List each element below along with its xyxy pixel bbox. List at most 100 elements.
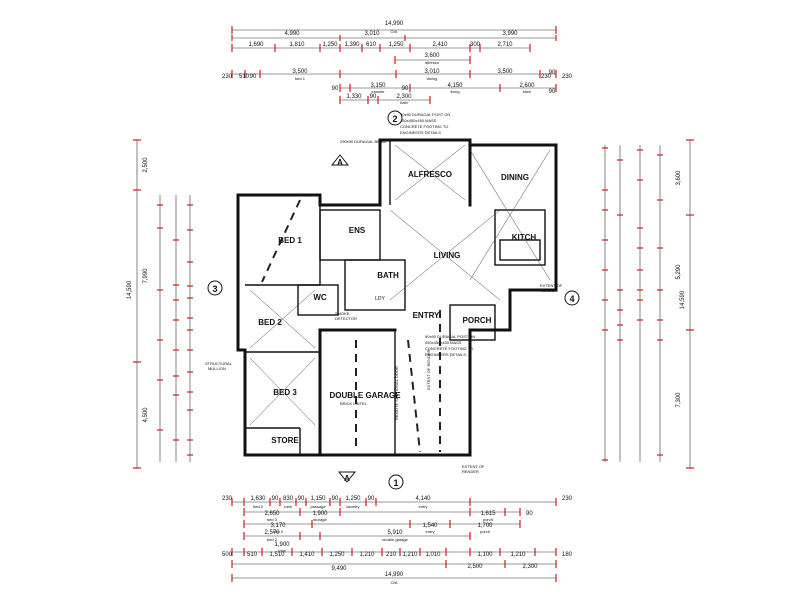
section-a-bottom-marker (337, 471, 357, 483)
room-bed3: BED 3 (273, 388, 297, 397)
bottom-r3-4: entry (426, 529, 435, 534)
top-dimensions: 14,990 O/A 4,990 3,010 3,990 1,690 1,810… (222, 21, 573, 105)
bottom-r3-6: porch (480, 529, 490, 534)
bottom-r1-14: 4,140 (415, 496, 431, 502)
left-seg-3: 4,500 (143, 407, 149, 423)
bottom-r6-8: 1,210 (402, 552, 418, 558)
note-garage-door: REMOTE SECTIONAL DOOR (394, 366, 399, 420)
bottom-r1-1: 230 (222, 496, 233, 502)
top-dim-1: 4,990 (284, 31, 300, 37)
note-struct-1: STRUCTURAL (205, 361, 233, 366)
section-markers: 2 A A 1 3 4 (207, 110, 580, 490)
top-r4-7: dining (427, 76, 438, 81)
annotations: 90x90 DURAGAL POST ON 450x450x450 MASS C… (205, 112, 563, 474)
bottom-r3-2: bed 3 (273, 529, 284, 534)
room-ens: ENS (349, 226, 366, 235)
top-r2-5: 610 (366, 42, 377, 48)
bottom-r2-3: 1,900 (312, 511, 328, 517)
bottom-r3-1: 3,170 (270, 523, 286, 529)
bottom-r7-3: 2,300 (522, 564, 538, 570)
top-r5-5: 4,150 (447, 83, 463, 89)
bottom-r1-16: 230 (562, 496, 573, 502)
note-extent-mid: EXTENT OF RENDER (426, 350, 431, 390)
top-r2-9: 2,710 (497, 42, 513, 48)
bottom-r4-1: 2,570 (264, 530, 280, 536)
left-overall-dim: 14,590 (127, 280, 133, 299)
elevation-3-label: 3 (212, 284, 217, 294)
note-render-right-2: RENDER (540, 288, 557, 293)
top-r4-6: 3,010 (424, 69, 440, 75)
bottom-r1-7: 90 (298, 496, 305, 502)
room-double-garage: DOUBLE GARAGE (329, 391, 401, 400)
top-r4-10: 90 (549, 70, 556, 76)
top-r5-3: ensuite (372, 89, 386, 94)
bottom-r5-1: 1,900 (274, 542, 290, 548)
elevation-marker-1 (388, 474, 404, 490)
note-post-porch-4: ENGINEERS DETAILS (425, 352, 466, 357)
bottom-r6-10: 1,100 (477, 552, 493, 558)
note-render-bottom-2: RENDER (462, 469, 479, 474)
bottom-dimensions: 230 1,630 bed 2 90 830 robe 90 1,150 pas… (222, 496, 573, 585)
left-ticks (157, 204, 193, 456)
top-r2-3: 1,250 (322, 42, 338, 48)
room-bed1: BED 1 (278, 236, 302, 245)
room-bed2: BED 2 (258, 318, 282, 327)
room-store: STORE (271, 436, 299, 445)
top-r5-1: 90 (332, 86, 339, 92)
bottom-r2-5: 1,615 (480, 511, 496, 517)
top-r2-2: 1,810 (289, 42, 305, 48)
right-ticks (602, 147, 663, 461)
right-seg-3: 7,300 (676, 392, 682, 408)
bottom-r1-8: 1,150 (310, 496, 326, 502)
bottom-r1-3: bed 2 (253, 504, 264, 509)
right-overall-dim: 14,590 (680, 290, 686, 309)
bottom-r3-5: 1,700 (477, 523, 493, 529)
top-r4-9: 230 (541, 74, 552, 80)
top-r4-5: bed 1 (295, 76, 306, 81)
bottom-r4-3: 5,910 (387, 530, 403, 536)
bottom-r6-5: 1,250 (329, 552, 345, 558)
note-post-porch-3: CONCRETE FOOTING TO (425, 346, 473, 351)
top-r5-7: 2,600 (519, 83, 535, 89)
bottom-r7-1: 9,490 (331, 566, 347, 572)
bottom-r6-3: 1,510 (269, 552, 285, 558)
top-r5-6: living (450, 89, 459, 94)
walls (236, 138, 558, 457)
top-r4-4: 3,500 (292, 69, 308, 75)
bottom-r2-2: bed 3 (267, 517, 278, 522)
room-ldy: LDY (375, 296, 385, 302)
bottom-r6-11: 1,210 (510, 552, 526, 558)
elevation-4-label: 4 (569, 294, 574, 304)
top-r4-11: 230 (562, 74, 573, 80)
top-r2-4: 1,390 (344, 42, 360, 48)
top-r4-1: 230 (222, 74, 233, 80)
room-living: LIVING (434, 251, 461, 260)
room-porch: PORCH (463, 316, 492, 325)
bottom-overall-note: O/A (391, 580, 398, 585)
note-struct-2: MULLION (208, 366, 226, 371)
floor-pattern-lines (249, 144, 551, 453)
bottom-r6-7: 210 (386, 552, 397, 558)
top-r2-1: 1,690 (248, 42, 264, 48)
bottom-r1-6: robe (284, 504, 293, 509)
bottom-r2-6: porch (483, 517, 493, 522)
room-wc: WC (313, 293, 327, 302)
room-kitch: KITCH (512, 233, 537, 242)
bottom-r1-10: 90 (332, 496, 339, 502)
bottom-r1-9: passage (310, 504, 326, 509)
top-r3-2: alfresco (425, 60, 440, 65)
bottom-r6-6: 1,210 (359, 552, 375, 558)
bottom-r6-9: 1,010 (425, 552, 441, 558)
bottom-r1-5: 830 (283, 496, 294, 502)
top-dim-3: 3,990 (502, 31, 518, 37)
bottom-r4-4: double garage (382, 537, 408, 542)
bottom-r5-2: robe (278, 548, 287, 553)
left-dimensions: 14,590 2,500 7,990 4,500 (127, 139, 193, 469)
room-dining: DINING (501, 173, 529, 182)
top-r2-7: 2,410 (432, 42, 448, 48)
left-seg-1: 2,500 (143, 157, 149, 173)
top-r5-9: 90 (549, 89, 556, 95)
right-seg-1: 3,600 (676, 170, 682, 186)
bottom-r2-1: 2,650 (264, 511, 280, 517)
note-post-porch-1: 90x90 DURAGAL POST ON (425, 334, 475, 339)
